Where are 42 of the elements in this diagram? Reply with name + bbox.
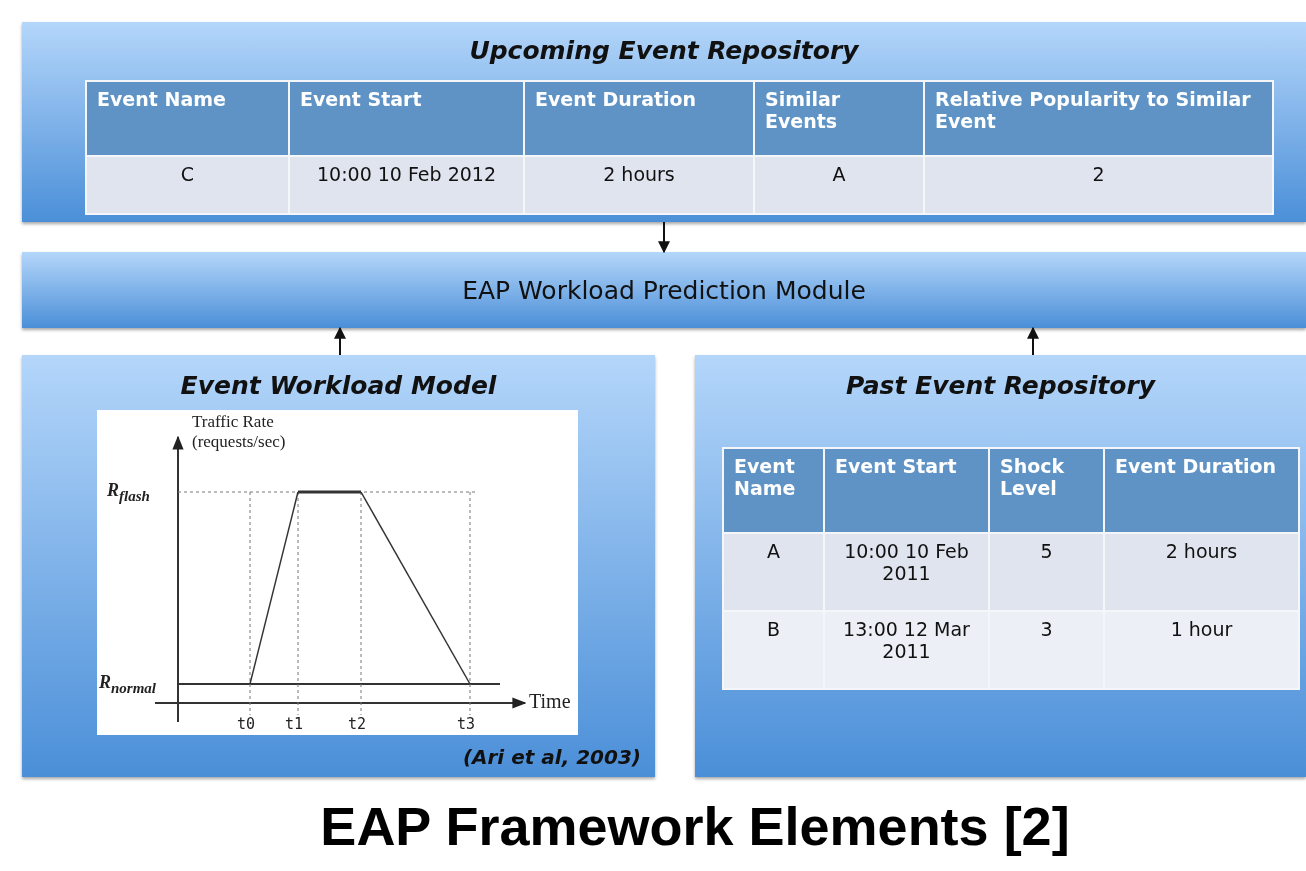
tick-label: t1	[285, 715, 304, 733]
table-cell: 2 hours	[524, 156, 754, 214]
arrow	[334, 326, 346, 356]
axis-title: Time	[529, 690, 571, 713]
table-cell: 3	[989, 611, 1104, 689]
table-header-cell: Shock Level	[989, 448, 1104, 533]
table-cell: 5	[989, 533, 1104, 611]
table-header-cell: Event Name	[86, 81, 289, 156]
tick-label: t0	[237, 715, 256, 733]
table-header-cell: Similar Events	[754, 81, 924, 156]
table-cell: 2 hours	[1104, 533, 1299, 611]
citation: (Ari et al, 2003)	[462, 745, 641, 769]
arrow	[658, 221, 670, 254]
table-cell: A	[754, 156, 924, 214]
table-header-cell: Event Duration	[524, 81, 754, 156]
repository-panel	[22, 22, 1306, 222]
panel-title: Event Workload Model	[179, 371, 498, 400]
table-header-cell: Relative Popularity to Similar Event	[924, 81, 1273, 156]
table-cell: A	[723, 533, 824, 611]
repository-panel	[695, 355, 1306, 777]
panel-title: Upcoming Event Repository	[468, 36, 860, 65]
arrow	[1027, 326, 1039, 356]
table-cell: B	[723, 611, 824, 689]
table-cell: 13:00 12 Mar 2011	[824, 611, 989, 689]
tick-label: t3	[457, 715, 476, 733]
panel-title: EAP Workload Prediction Module	[461, 276, 867, 305]
table-cell: 10:00 10 Feb 2011	[824, 533, 989, 611]
table-header-cell: Event Start	[289, 81, 524, 156]
caption: EAP Framework Elements [2]	[319, 795, 1071, 857]
axis-title: Traffic Rate (requests/sec)	[192, 412, 287, 452]
table-cell: 1 hour	[1104, 611, 1299, 689]
table-cell: 10:00 10 Feb 2012	[289, 156, 524, 214]
axis-label: R$_{flash}$	[107, 480, 150, 505]
table-header-cell: Event Start	[824, 448, 989, 533]
table-header-cell: Event Duration	[1104, 448, 1299, 533]
table-cell: 2	[924, 156, 1273, 214]
tick-label: t2	[348, 715, 367, 733]
table-cell: C	[86, 156, 289, 214]
panel-title: Past Event Repository	[844, 371, 1157, 400]
table-header-cell: Event Name	[723, 448, 824, 533]
module-box	[22, 252, 1306, 328]
repository-panel	[22, 355, 655, 777]
